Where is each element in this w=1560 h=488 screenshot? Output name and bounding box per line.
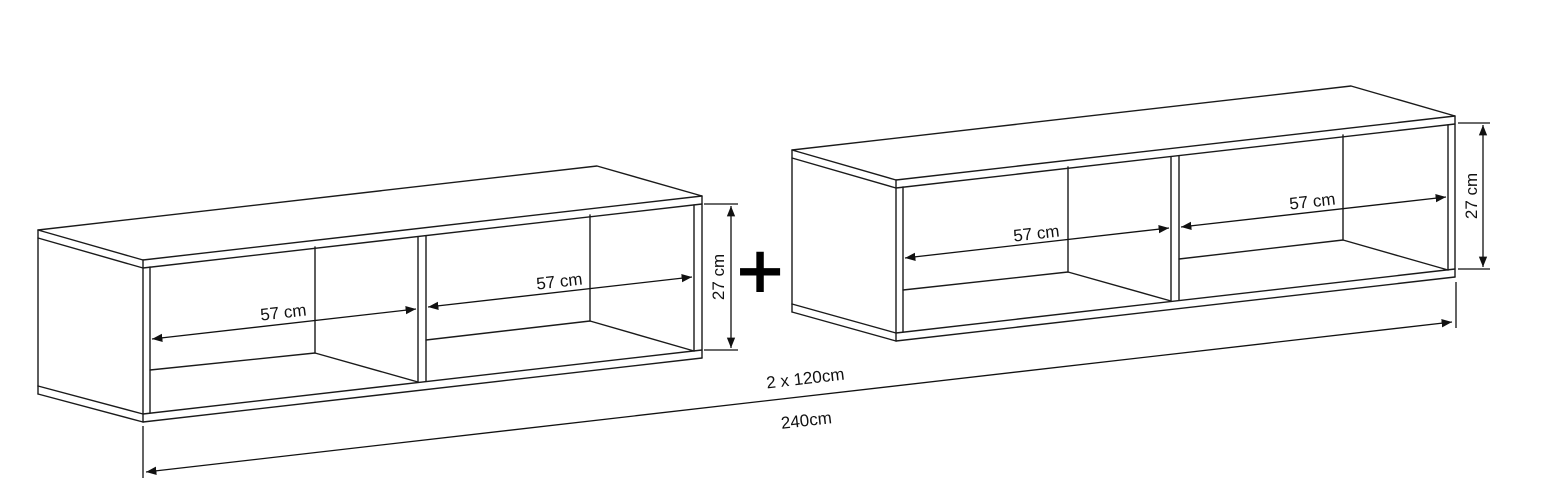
left-shelf	[37, 165, 703, 423]
unit-width-label: 2 x 120cm	[765, 365, 845, 393]
left-compartment-1-label: 57 cm	[259, 300, 307, 324]
right-height-label: 27 cm	[1462, 173, 1481, 219]
right-compartment-1-label: 57 cm	[1012, 221, 1060, 245]
total-width-arrow	[145, 319, 1453, 475]
right-dim-arrow-2	[1180, 194, 1447, 230]
total-width-label: 240cm	[780, 408, 833, 433]
right-shelf	[791, 85, 1456, 342]
left-dim-arrow-2	[427, 274, 693, 310]
plus-icon: +	[733, 234, 787, 308]
right-dim-arrow-1	[904, 225, 1170, 261]
left-height-label: 27 cm	[709, 254, 728, 300]
